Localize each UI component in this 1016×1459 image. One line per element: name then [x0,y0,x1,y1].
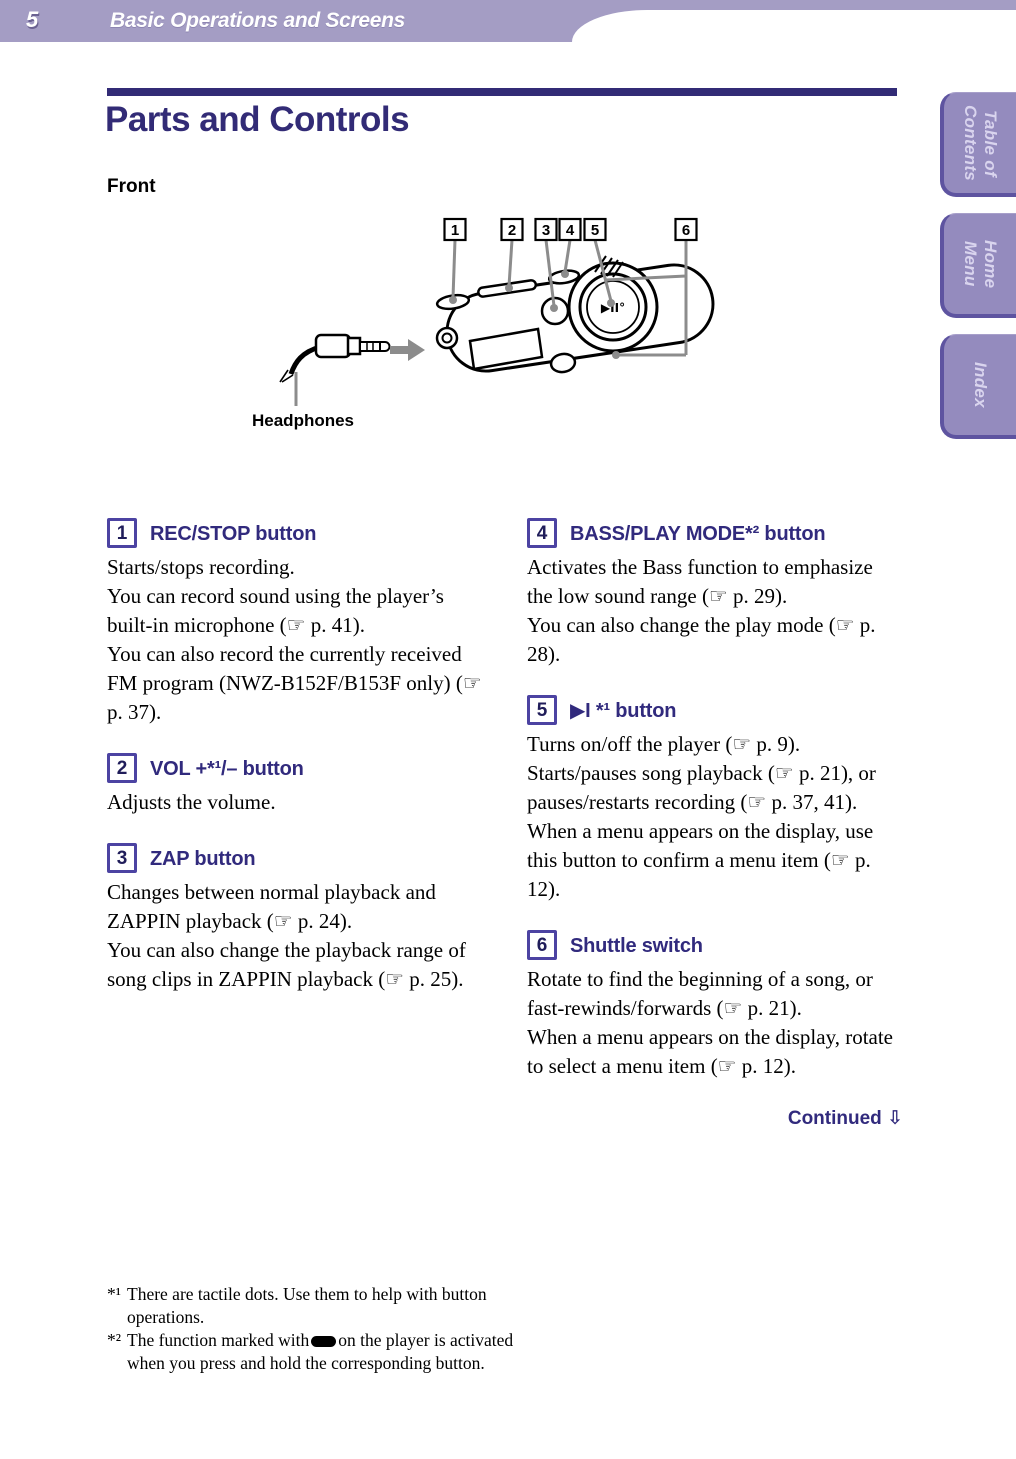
section-zap: 3 ZAP button Changes between normal play… [107,843,483,994]
left-column: 1 REC/STOP button Starts/stops recording… [107,518,483,1020]
section-title: Shuttle switch [570,934,703,957]
continued-note: Continued ⇩ [787,1108,903,1129]
section-title: BASS/PLAY MODE*² button [570,522,826,545]
section-paragraph: Activates the Bass function to emphasize… [527,555,873,608]
section-shuttle-switch: 6 Shuttle switch Rotate to find the begi… [527,930,903,1081]
footnote-marker: *¹ [107,1284,121,1304]
play-pause-glyphs: ▶II° [601,301,625,315]
section-number-box: 3 [107,843,137,873]
page-title: Parts and Controls [105,100,410,139]
chapter-title: Basic Operations and Screens [110,9,406,32]
callout-4: 4 [566,222,575,239]
section-number-box: 4 [527,518,557,548]
insert-arrow-icon [390,339,425,361]
section-paragraph: You can record sound using the player’s … [107,584,444,637]
callout-2: 2 [508,222,516,239]
device-diagram: ▶II° [252,217,715,430]
callout-6: 6 [682,222,690,239]
callout-1: 1 [451,222,459,239]
callout-3: 3 [542,222,550,239]
section-paragraph: Starts/stops recording. [107,555,295,579]
callout-5: 5 [591,222,599,239]
right-column: 4 BASS/PLAY MODE*² button Activates the … [527,518,903,1131]
display-window [468,327,544,371]
footnote-marker: *² [107,1330,121,1350]
front-heading: Front [107,176,156,197]
section-title: REC/STOP button [150,522,317,545]
footnotes: *¹ There are tactile dots. Use them to h… [107,1283,519,1375]
section-play-pause: 5 ▶I *¹ button Turns on/off the player (… [527,695,903,904]
section-number-box: 2 [107,753,137,783]
continued-down-arrow-icon: ⇩ [887,1108,903,1129]
callout-boxes: 1 2 3 4 5 6 [443,217,698,242]
section-paragraph: You can also change the playback range o… [107,938,466,991]
headphones-label: Headphones [252,411,354,430]
section-paragraph: Changes between normal playback and ZAPP… [107,880,436,933]
section-paragraph: Starts/pauses song playback (☞ p. 21), o… [527,761,876,814]
section-paragraph: When a menu appears on the display, rota… [527,1025,894,1078]
footnote-1: *¹ There are tactile dots. Use them to h… [107,1284,487,1327]
page-number: 5 [26,7,39,32]
tab-index[interactable]: Index [940,334,1016,439]
section-paragraph: When a menu appears on the display, use … [527,819,874,901]
header-swoosh [572,10,1016,42]
section-title: ▶I *¹ button [570,699,677,722]
tab-home-menu[interactable]: Home Menu [940,213,1016,318]
section-number-box: 6 [527,930,557,960]
leader-dots [449,270,620,359]
title-rule [107,88,897,96]
bottom-button-shape [549,352,577,374]
section-number-box: 5 [527,695,557,725]
section-paragraph: You can also record the currently receiv… [107,642,482,724]
section-rec-stop: 1 REC/STOP button Starts/stops recording… [107,518,483,727]
player-body-drawing [435,261,715,374]
header-bar: 5 Basic Operations and Screens [0,0,1016,42]
section-bass-playmode: 4 BASS/PLAY MODE*² button Activates the … [527,518,903,669]
section-title: VOL +*¹/– button [150,757,304,780]
section-paragraph: Rotate to find the beginning of a song, … [527,967,873,1020]
headphone-plug-drawing [279,333,391,383]
press-and-hold-mark-icon [311,1336,337,1347]
section-number-box: 1 [107,518,137,548]
section-volume: 2 VOL +*¹/– button Adjusts the volume. [107,753,483,817]
section-title: ZAP button [150,847,256,870]
section-paragraph: Adjusts the volume. [107,790,276,814]
section-paragraph: You can also change the play mode (☞ p. … [527,613,876,666]
section-paragraph: Turns on/off the player (☞ p. 9). [527,732,801,756]
tab-table-of-contents-label: Table of Contents [961,104,1001,182]
tab-home-menu-label: Home Menu [961,239,1001,289]
tab-table-of-contents[interactable]: Table of Contents [940,92,1016,197]
callout-leader-lines [294,239,688,406]
tab-index-label: Index [971,362,991,408]
